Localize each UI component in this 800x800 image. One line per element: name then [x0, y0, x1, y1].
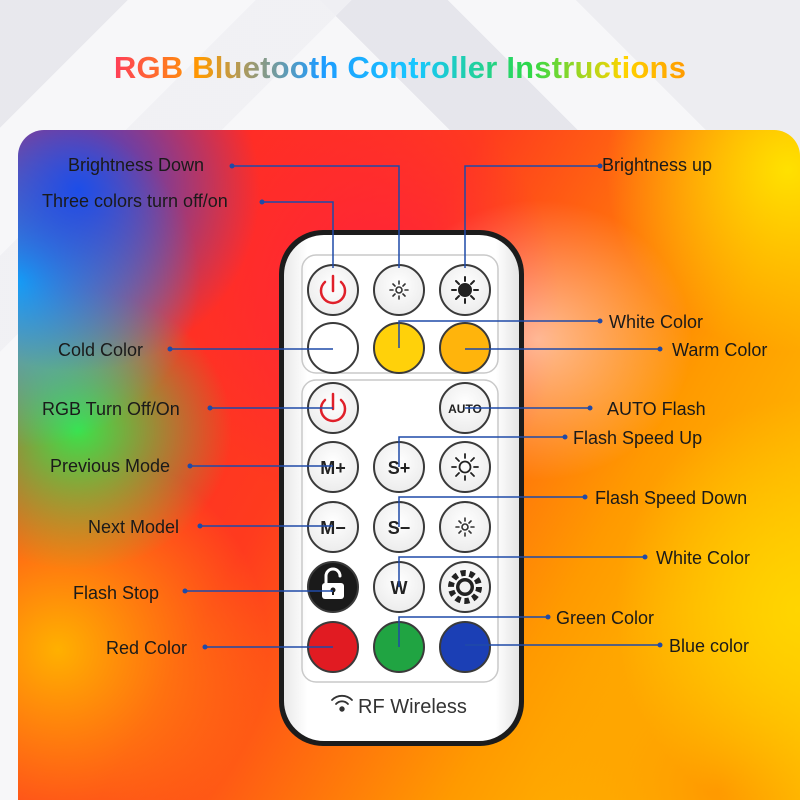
three-colors-power-button[interactable]: [307, 264, 359, 316]
label-cold-color: Cold Color: [58, 340, 144, 360]
label-white-color-top: White Color: [609, 312, 704, 332]
m-plus-label: M+: [320, 458, 346, 478]
line-white-color-w: [398, 556, 645, 587]
sun-large-icon: [451, 453, 479, 481]
line-three-colors: [262, 201, 334, 268]
page-title: RGB Bluetooth Controller Instructions: [0, 50, 800, 86]
label-green-color: Green Color: [556, 608, 655, 628]
line-brightness-up: [464, 165, 600, 268]
line-green-color: [398, 616, 548, 647]
label-flash-speed-up: Flash Speed Up: [573, 428, 703, 448]
label-previous-mode: Previous Mode: [50, 456, 171, 476]
sun-small-icon: [389, 280, 409, 300]
line-white-color-top: [398, 320, 600, 348]
s-plus-label: S+: [388, 458, 411, 478]
sun-large-icon: [451, 276, 479, 304]
brightness-down-button[interactable]: [373, 264, 425, 316]
label-brightness-down: Brightness Down: [68, 155, 205, 175]
label-three-colors: Three colors turn off/on: [42, 191, 228, 211]
next-model-button[interactable]: M−: [307, 501, 359, 553]
leader-dots: [167, 163, 663, 650]
dim-sun-button[interactable]: [439, 501, 491, 553]
s-minus-label: S−: [388, 518, 411, 538]
blue-color-button[interactable]: [439, 621, 491, 673]
line-brightness-down: [232, 165, 400, 268]
m-minus-label: M−: [320, 518, 346, 538]
label-warm-color: Warm Color: [672, 340, 768, 360]
label-white-color-w: White Color: [656, 548, 751, 568]
label-brightness-up: Brightness up: [602, 155, 713, 175]
line-flash-speed-down: [398, 496, 585, 527]
auto-label: AUTO: [448, 402, 482, 416]
label-blue-color: Blue color: [669, 636, 750, 656]
w-label: W: [391, 578, 408, 598]
brightness-sun-button[interactable]: [439, 441, 491, 493]
power-icon: [319, 274, 347, 305]
previous-mode-button[interactable]: M+: [307, 441, 359, 493]
label-rgb-turn: RGB Turn Off/On: [42, 399, 180, 419]
rf-wireless-label: RF Wireless: [358, 696, 467, 718]
label-next-model: Next Model: [88, 517, 180, 537]
label-flash-speed-down: Flash Speed Down: [595, 488, 748, 508]
warm-color-button[interactable]: [439, 322, 491, 374]
gear-icon: [448, 570, 482, 604]
brightness-up-button[interactable]: [439, 264, 491, 316]
label-auto-flash: AUTO Flash: [607, 399, 706, 419]
power-icon: [319, 392, 347, 423]
leader-lines: [170, 165, 660, 648]
flash-stop-button[interactable]: [307, 561, 359, 613]
gear-button[interactable]: [439, 561, 491, 613]
main-button-group-frame: [301, 379, 499, 683]
label-red-color: Red Color: [106, 638, 188, 658]
wifi-signal-icon: [331, 694, 353, 712]
sun-small-icon: [455, 517, 475, 537]
label-flash-stop: Flash Stop: [73, 583, 160, 603]
line-flash-speed-up: [398, 436, 565, 467]
cold-color-button[interactable]: [307, 322, 359, 374]
